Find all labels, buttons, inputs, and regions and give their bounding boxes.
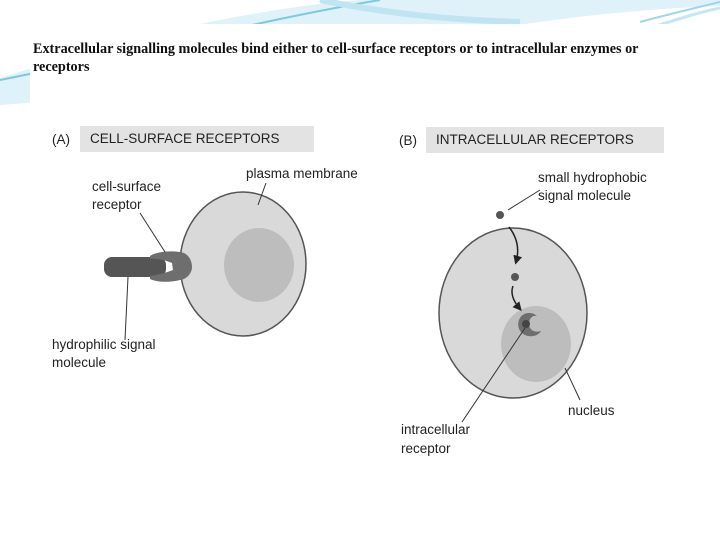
- nucleus-a: [224, 228, 294, 302]
- cell-surface-receptor: [150, 251, 192, 282]
- small-signal-molecule-cytoplasm: [511, 273, 519, 281]
- panel-a-letter: (A): [52, 132, 70, 147]
- arrow-to-receptor: [511, 285, 522, 312]
- label-cell-surface-receptor-line2: receptor: [92, 197, 142, 212]
- leader-intracellular-receptor: [461, 327, 526, 423]
- panel-b-title: INTRACELLULAR RECEPTORS: [426, 127, 664, 153]
- panel-b-drawing: [438, 189, 588, 423]
- label-intracellular-receptor-line1: intracellular: [401, 422, 471, 437]
- label-hydrophilic-signal-line2: molecule: [52, 355, 107, 370]
- nucleus-b: [501, 306, 571, 382]
- arrow-entry: [508, 226, 523, 265]
- leader-plasma-membrane: [257, 182, 267, 206]
- label-intracellular-receptor-line2: receptor: [401, 441, 451, 456]
- leader-small-hydrophobic: [507, 189, 541, 211]
- label-nucleus: nucleus: [568, 403, 615, 418]
- leader-cell-surface-receptor: [139, 212, 166, 253]
- small-signal-molecule-outside: [496, 211, 504, 219]
- label-plasma-membrane: plasma membrane: [246, 166, 358, 181]
- figure-caption: Extracellular signalling molecules bind …: [33, 41, 639, 75]
- label-small-hydrophobic-line1: small hydrophobic: [538, 170, 647, 185]
- panel-b-letter: (B): [399, 133, 417, 148]
- label-small-hydrophobic-line2: signal molecule: [538, 188, 632, 203]
- panel-a-title: CELL-SURFACE RECEPTORS: [80, 126, 314, 152]
- leader-hydrophilic-signal: [124, 276, 129, 341]
- panel-a-drawing: [104, 182, 307, 341]
- label-cell-surface-receptor-line1: cell-surface: [92, 179, 162, 194]
- hydrophilic-signal-molecule: [104, 257, 166, 277]
- bound-signal-molecule: [522, 320, 530, 328]
- label-hydrophilic-signal-line1: hydrophilic signal: [52, 337, 156, 352]
- leader-nucleus: [564, 367, 581, 401]
- figure-panel: [30, 24, 690, 472]
